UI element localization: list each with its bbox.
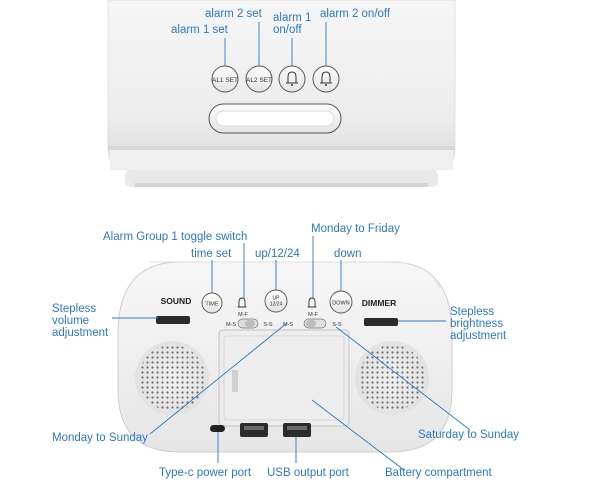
label-battery-compartment: Battery compartment (385, 467, 492, 479)
svg-text:UP: UP (273, 296, 281, 302)
label-stepless-brightness: Stepless brightness adjustment (450, 306, 507, 342)
bell-icon (286, 71, 298, 86)
up-12-24-button[interactable]: UP 12/24 (264, 289, 288, 313)
label-usb-output-port: USB output port (267, 467, 349, 479)
svg-text:12/24: 12/24 (270, 302, 283, 308)
label-saturday-to-sunday: Saturday to Sunday (418, 429, 520, 441)
svg-text:DOWN: DOWN (332, 301, 349, 307)
label-time-set: time set (191, 248, 232, 260)
typec-port (210, 425, 225, 432)
battery-cover (218, 329, 350, 427)
dimmer-label: DIMMER (362, 298, 396, 308)
label-stepless-volume: Stepless volume adjustment (52, 303, 109, 339)
label-monday-to-friday: Monday to Friday (311, 223, 400, 235)
svg-text:M-F: M-F (308, 312, 318, 318)
down-button[interactable]: DOWN (329, 290, 353, 314)
brightness-wheel[interactable] (364, 318, 398, 326)
label-alarm1-set: alarm 1 set (171, 24, 228, 36)
svg-text:AL1 SET: AL1 SET (212, 77, 238, 84)
alarm2-onoff-button[interactable] (312, 65, 340, 93)
bell-icon (320, 71, 332, 86)
svg-text:AL2 SET: AL2 SET (246, 77, 272, 84)
bell-icon (237, 297, 247, 308)
al1-set-button[interactable]: AL1 SET (211, 65, 239, 93)
label-alarm-group-toggle: Alarm Group 1 toggle switch (103, 231, 248, 243)
svg-text:S-S: S-S (332, 322, 342, 328)
svg-text:S-S: S-S (263, 322, 273, 328)
svg-text:TIME: TIME (205, 302, 218, 308)
svg-text:M-S: M-S (283, 322, 293, 328)
label-monday-to-sunday: Monday to Sunday (52, 432, 148, 444)
label-typec-power-port: Type-c power port (159, 467, 252, 479)
label-alarm2-onoff: alarm 2 on/off (320, 8, 391, 20)
svg-text:M-S: M-S (226, 322, 236, 328)
leader-lines (112, 236, 471, 471)
label-up-12-24: up/12/24 (255, 248, 300, 260)
back-device-view: SOUND DIMMER TIME M-F M-S S-S UP 12/24 (117, 261, 453, 453)
label-down: down (334, 248, 362, 260)
top-device-view: AL1 SET AL2 SET (107, 0, 456, 187)
svg-text:M-F: M-F (238, 312, 248, 318)
label-alarm2-set: alarm 2 set (205, 8, 262, 20)
sound-label: SOUND (161, 296, 192, 306)
volume-wheel[interactable] (156, 316, 190, 324)
label-alarm1-onoff: alarm 1 on/off (273, 12, 312, 36)
al2-set-button[interactable]: AL2 SET (245, 65, 273, 93)
bell-icon (307, 297, 317, 308)
time-set-button[interactable]: TIME (201, 292, 223, 314)
alarm1-onoff-button[interactable] (278, 65, 306, 93)
